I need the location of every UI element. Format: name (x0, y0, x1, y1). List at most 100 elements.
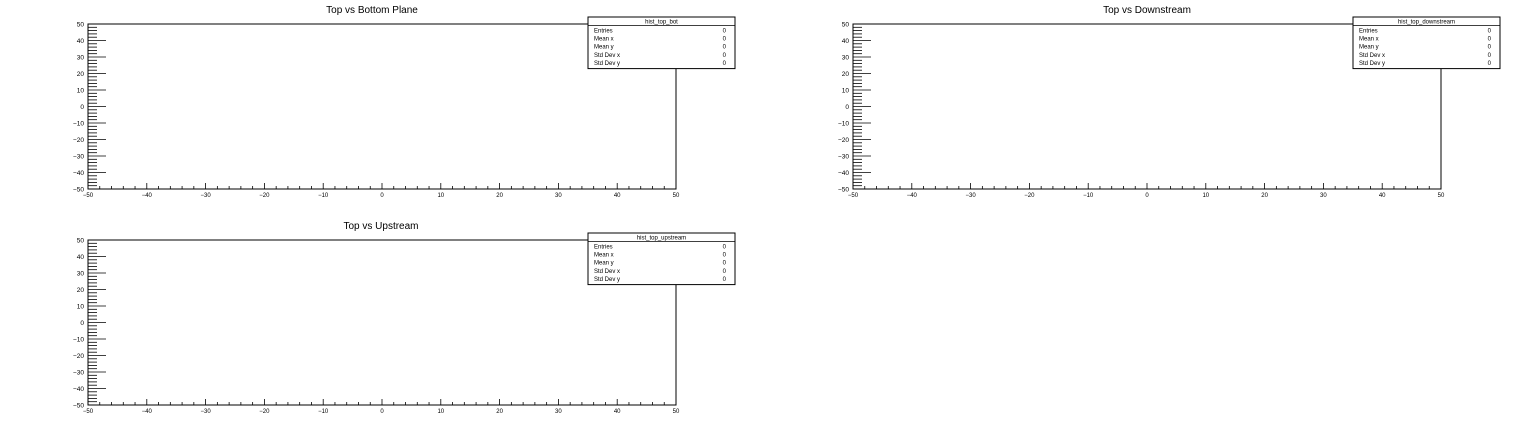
y-tick-label: 10 (77, 88, 85, 95)
x-tick-label: 0 (380, 193, 384, 199)
x-tick-label: 10 (1202, 193, 1209, 199)
x-tick-label: −30 (201, 409, 212, 415)
stats-row-label: Entries (594, 244, 613, 250)
x-tick-label: −50 (848, 193, 859, 199)
stats-row-label: Mean y (1359, 45, 1379, 51)
stats-row-value: 0 (723, 61, 727, 67)
y-tick-label: 50 (842, 22, 850, 29)
stats-box-name: hist_top_downstream (1398, 20, 1455, 26)
stats-row-label: Mean x (594, 253, 614, 259)
y-tick-label: 40 (77, 38, 85, 45)
y-tick-label: 0 (845, 104, 849, 111)
histogram-panel-2: Top vs Downstream −50 −40 −30 −20 −10 0 10 20 30 4… (838, 5, 1501, 199)
x-tick-label: 0 (380, 409, 384, 415)
y-tick-label: 30 (77, 55, 85, 62)
y-tick-label: 20 (77, 287, 85, 294)
stats-row-value: 0 (723, 277, 727, 283)
x-tick-label: 40 (614, 409, 621, 415)
y-tick-label: −30 (73, 154, 84, 161)
stats-row-value: 0 (723, 45, 727, 51)
stats-row-label: Std Dev y (1359, 61, 1385, 67)
stats-row-value: 0 (723, 37, 727, 43)
stats-row-value: 0 (723, 253, 727, 259)
x-tick-label: 10 (437, 193, 444, 199)
chart-title: Top vs Downstream (1103, 5, 1191, 16)
stats-box-name: hist_top_bot (645, 20, 678, 26)
stats-box-name: hist_top_upstream (637, 236, 686, 242)
y-tick-label: −50 (838, 187, 849, 194)
x-tick-label: −40 (142, 193, 153, 199)
x-tick-label: 0 (1145, 193, 1149, 199)
y-tick-label: 50 (77, 238, 85, 245)
stats-row-label: Mean y (594, 45, 614, 51)
stats-row-label: Entries (594, 28, 613, 34)
y-tick-label: −20 (838, 137, 849, 144)
y-tick-label: −40 (838, 170, 849, 177)
x-tick-label: −10 (318, 409, 329, 415)
x-tick-label: 20 (496, 193, 503, 199)
stats-row-label: Std Dev x (1359, 53, 1385, 59)
x-tick-label: −10 (318, 193, 329, 199)
stats-row-value: 0 (723, 269, 727, 275)
y-tick-label: 20 (77, 71, 85, 78)
x-tick-label: −40 (142, 409, 153, 415)
y-tick-label: −40 (73, 386, 84, 393)
y-tick-label: −10 (838, 121, 849, 128)
y-tick-label: 30 (842, 55, 850, 62)
y-tick-label: 10 (77, 304, 85, 311)
stats-row-value: 0 (1488, 45, 1492, 51)
x-tick-label: 20 (496, 409, 503, 415)
y-tick-label: 40 (77, 254, 85, 261)
x-tick-label: 40 (614, 193, 621, 199)
x-tick-label: 40 (1379, 193, 1386, 199)
y-tick-label: 10 (842, 88, 850, 95)
y-tick-label: −30 (73, 370, 84, 377)
stats-row-label: Std Dev x (594, 269, 620, 275)
stats-row-value: 0 (723, 244, 727, 250)
x-tick-label: 30 (555, 193, 562, 199)
y-tick-label: −10 (73, 121, 84, 128)
stats-row-value: 0 (1488, 37, 1492, 43)
stats-row-value: 0 (1488, 53, 1492, 59)
stats-row-value: 0 (723, 261, 727, 267)
x-tick-label: 50 (673, 193, 680, 199)
stats-row-label: Std Dev y (594, 277, 620, 283)
x-tick-label: −40 (907, 193, 918, 199)
chart-title: Top vs Upstream (343, 221, 418, 232)
stats-row-label: Mean x (594, 37, 614, 43)
y-tick-label: −10 (73, 337, 84, 344)
y-tick-label: −20 (73, 137, 84, 144)
y-tick-label: 20 (842, 71, 850, 78)
stats-row-value: 0 (723, 28, 727, 34)
y-tick-label: −50 (73, 187, 84, 194)
x-tick-label: −20 (1024, 193, 1035, 199)
stats-row-value: 0 (723, 53, 727, 59)
y-tick-label: 50 (77, 22, 85, 29)
stats-row-label: Entries (1359, 28, 1378, 34)
x-tick-label: 30 (1320, 193, 1327, 199)
y-tick-label: 0 (80, 320, 84, 327)
x-tick-label: −20 (259, 193, 270, 199)
x-tick-label: 30 (555, 409, 562, 415)
chart-title: Top vs Bottom Plane (326, 5, 418, 16)
x-tick-label: 10 (437, 409, 444, 415)
stats-row-label: Mean x (1359, 37, 1379, 43)
x-tick-label: 50 (1438, 193, 1445, 199)
x-tick-label: 50 (673, 409, 680, 415)
y-tick-label: −30 (838, 154, 849, 161)
x-tick-label: −50 (83, 409, 94, 415)
y-tick-label: 30 (77, 271, 85, 278)
stats-row-label: Mean y (594, 261, 614, 267)
y-tick-label: 0 (80, 104, 84, 111)
histogram-panel-1: Top vs Bottom Plane −50 −40 −30 −20 −10 0 10 20 3… (73, 5, 736, 199)
stats-row-value: 0 (1488, 61, 1492, 67)
stats-row-value: 0 (1488, 28, 1492, 34)
x-tick-label: −10 (1083, 193, 1094, 199)
x-tick-label: 20 (1261, 193, 1268, 199)
y-tick-label: −40 (73, 170, 84, 177)
